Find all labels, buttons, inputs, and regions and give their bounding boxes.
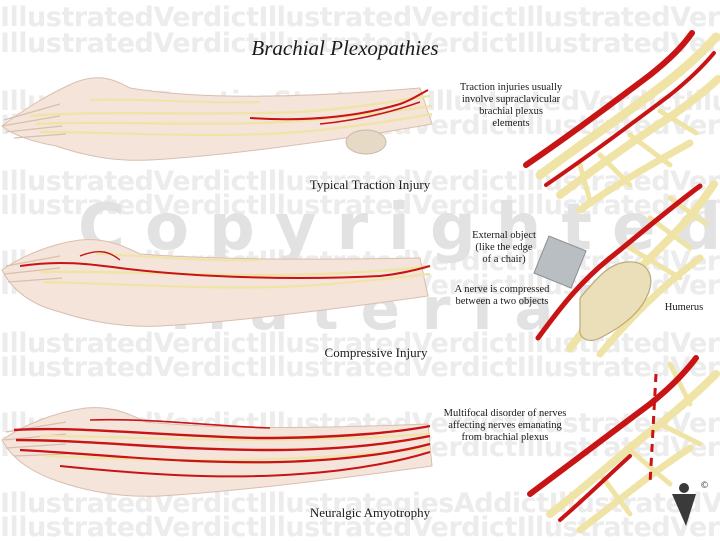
- arm-illustration-traction: [1, 77, 433, 161]
- iv-logo-icon: ©: [672, 481, 708, 526]
- arm-illustration-neuralgic: [1, 407, 433, 497]
- watermark-text: IllustratedVerdictIllustratedVerdictIllu…: [0, 354, 720, 381]
- plexus-illustration-traction: [523, 30, 720, 214]
- plexus-illustration-compressive: [533, 180, 718, 358]
- note-external-object: External object (like the edge of a chai…: [472, 230, 536, 266]
- note-neuralgic: Multifocal disorder of nerves affecting …: [443, 408, 567, 444]
- watermark-copyrighted: Copyrighted: [78, 191, 720, 265]
- diagram-title: Brachial Plexopathies: [251, 36, 439, 60]
- caption-compressive-injury: Compressive Injury: [324, 345, 428, 360]
- caption-neuralgic-amyotrophy: Neuralgic Amyotrophy: [309, 505, 431, 520]
- plexus-illustration-neuralgic: [527, 355, 720, 534]
- watermark-text: IllustratedVerdictIllustratedVerdictIllu…: [0, 168, 720, 195]
- watermark-text: IllustratedVerdictIllustratedVerdictIllu…: [0, 30, 720, 57]
- copyright-mark: ©: [700, 481, 708, 491]
- note-traction: Traction injuries usually involve suprac…: [459, 82, 563, 130]
- arm-illustration-compressive: [1, 239, 431, 327]
- note-nerve-compressed: A nerve is compressed between a two obje…: [454, 284, 550, 308]
- caption-traction-injury: Typical Traction Injury: [309, 177, 431, 192]
- humerus-bone: [579, 261, 652, 341]
- label-humerus: Humerus: [664, 302, 704, 313]
- watermark-text: IllustratedVerdictIllustratedVerdictIllu…: [0, 4, 720, 31]
- external-object: [533, 235, 587, 289]
